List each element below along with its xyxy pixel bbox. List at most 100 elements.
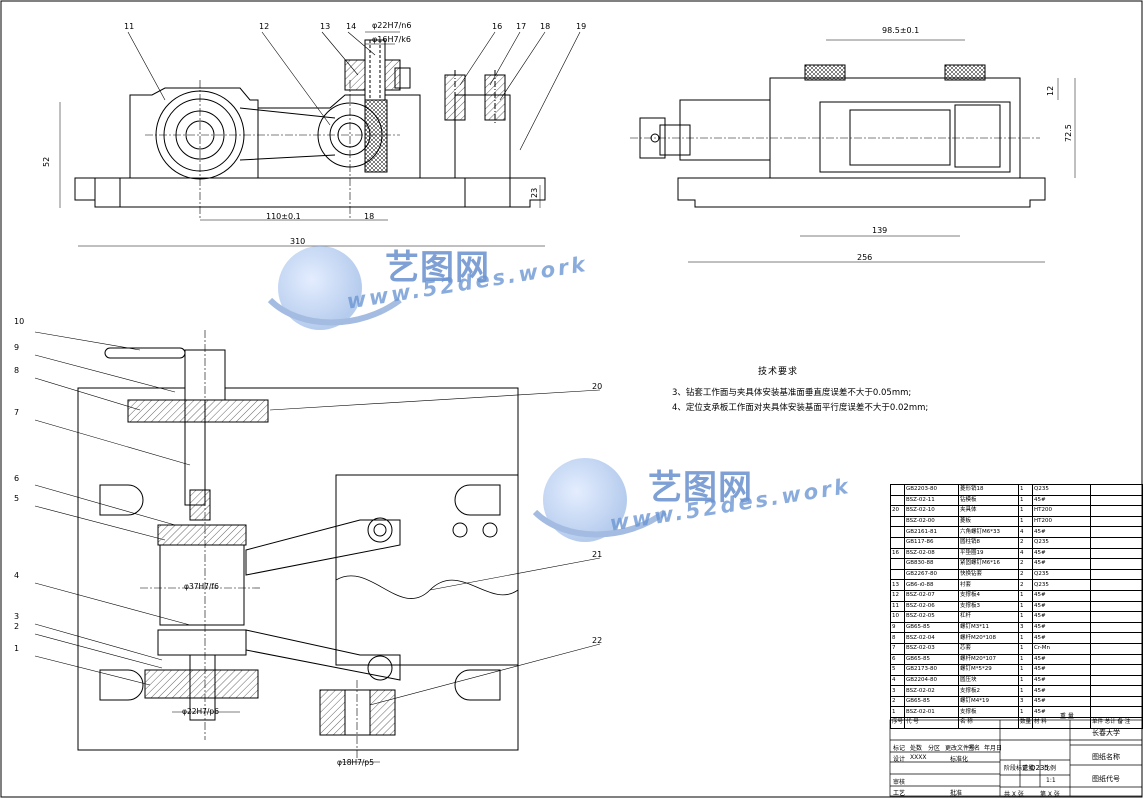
bom-cell: 杠杆 [958, 611, 1019, 623]
watermark-cn-1: 艺图网 [385, 248, 490, 288]
bom-cell [1090, 600, 1143, 613]
dim-fit-f6: φ37H7/f6 [184, 582, 219, 591]
bom-cell: 1 [1018, 632, 1033, 644]
balloon-17: 17 [516, 22, 527, 31]
bom-cell: 1 [1018, 589, 1033, 602]
dim-23: 23 [530, 187, 539, 198]
bom-cell: 10 [890, 611, 905, 623]
bom-cell: 2 [1018, 568, 1033, 581]
dim-72-5: 72.5 [1064, 124, 1073, 142]
bom-cell: 1 [1018, 642, 1033, 655]
bom-cell [890, 494, 905, 507]
tech-line-3: 3、钻套工作面与夹具体安装基准面垂直度误差不大于0.05mm; [672, 388, 912, 398]
bom-cell [1090, 505, 1143, 517]
bom-cell: 1 [1018, 685, 1033, 697]
balloon-16: 16 [492, 22, 503, 31]
tb-std: 标准化 [950, 756, 969, 763]
tb-drawing-code: 图纸代号 [1092, 775, 1120, 783]
tech-title: 技术要求 [758, 367, 799, 377]
tb-zone: 分区 [928, 745, 941, 752]
balloon-8: 8 [14, 366, 20, 375]
tb-change-no: 更改文件号 [945, 745, 976, 752]
bom-cell [1090, 611, 1143, 623]
bom-cell: 快换钻套 [958, 568, 1019, 581]
side-view [630, 64, 1046, 208]
bom-cell: 2 [1018, 579, 1033, 591]
balloon-9: 9 [14, 343, 20, 352]
bom-cell [1090, 568, 1143, 581]
bom-cell: 45# [1032, 611, 1091, 623]
tb-scale: 1:1 [1046, 777, 1056, 784]
dim-98-5: 98.5±0.1 [882, 26, 920, 35]
balloon-22: 22 [592, 636, 603, 645]
bom-cell [1090, 706, 1143, 719]
bom-cell: 45# [1032, 494, 1091, 507]
bom-cell: 衬套 [958, 579, 1019, 591]
bom-cell: 45# [1032, 526, 1091, 538]
bom-cell [890, 536, 905, 549]
bom-cell: 16 [890, 547, 905, 560]
balloon-18: 18 [540, 22, 551, 31]
dim-fit-k6: φ16H7/k6 [372, 35, 411, 44]
balloon-21: 21 [592, 550, 603, 559]
bom-cell [1090, 526, 1143, 538]
bom-cell: 45# [1032, 621, 1091, 634]
bom-cell [1090, 621, 1143, 634]
bom-cell: BSZ-02-11 [904, 494, 959, 507]
bom-cell: Cr-Mn [1032, 642, 1091, 655]
bom-cell: 1 [1018, 706, 1033, 719]
bom-cell: BSZ-02-06 [904, 600, 959, 613]
bom-cell: 菱形销18 [958, 484, 1019, 496]
bom-cell: GB65-85 [904, 621, 959, 634]
bom-cell: 45# [1032, 589, 1091, 602]
bom-cell: 9 [890, 621, 905, 634]
bom-cell: 45# [1032, 558, 1091, 570]
bom-cell [890, 558, 905, 570]
bom-cell: 6 [890, 653, 905, 666]
bom-cell: 45# [1032, 664, 1091, 676]
dim-fit-p5: φ18H7/p5 [337, 758, 374, 767]
tb-approve: 批准 [950, 790, 963, 797]
bom-cell: BSZ-02-02 [904, 685, 959, 697]
bom-cell: GB6-ı0-88 [904, 579, 959, 591]
plan-view [77, 330, 519, 760]
bom-cell: 4 [1018, 547, 1033, 560]
tb-craft: 工艺 [893, 790, 906, 797]
bom-cell: 圆柱销8 [958, 536, 1019, 549]
bom-cell: 1 [1018, 515, 1033, 528]
bom-cell [1090, 695, 1143, 708]
bom-cell: 平垫圈19 [958, 547, 1019, 560]
balloon-14: 14 [346, 22, 357, 31]
bom-cell: 螺杆M20*108 [958, 632, 1019, 644]
bom-cell: 螺钉M*5*29 [958, 664, 1019, 676]
bom-cell: 2 [1018, 558, 1033, 570]
bom-cell: 12 [890, 589, 905, 602]
bom-cell: 支撑板 [958, 706, 1019, 719]
bom-header-name: 名 称 [958, 717, 1019, 729]
balloon-12: 12 [259, 22, 270, 31]
dim-fit-n6: φ22H7/n6 [372, 21, 412, 30]
balloon-7: 7 [14, 408, 20, 417]
bom-cell: 1 [1018, 653, 1033, 666]
bom-cell: Q235 [1032, 484, 1091, 496]
dim-256: 256 [857, 253, 873, 262]
tb-signature: 签名 [968, 745, 981, 752]
bom-cell: 3 [1018, 621, 1033, 634]
bom-cell [1090, 642, 1143, 655]
bom-header-unit: 单件 [1092, 719, 1104, 726]
bom-cell: 2 [890, 695, 905, 708]
bom-cell: GB2203-80 [904, 484, 959, 496]
